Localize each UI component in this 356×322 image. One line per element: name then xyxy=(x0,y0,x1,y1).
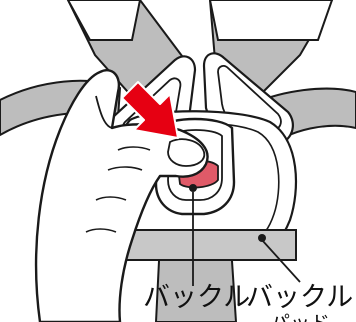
buckle-label: バックル xyxy=(143,282,250,313)
buckle-pad-label-line1: バックル xyxy=(246,282,353,313)
buckle-pad-label-line2: パッド xyxy=(270,311,330,322)
buckle-leader-dot xyxy=(189,184,197,192)
buckle-pad-base xyxy=(112,230,296,260)
left-shoulder-strap-upper xyxy=(68,0,140,40)
right-shoulder-strap-upper xyxy=(210,0,332,40)
buckle-pad-leader-dot xyxy=(258,234,266,242)
